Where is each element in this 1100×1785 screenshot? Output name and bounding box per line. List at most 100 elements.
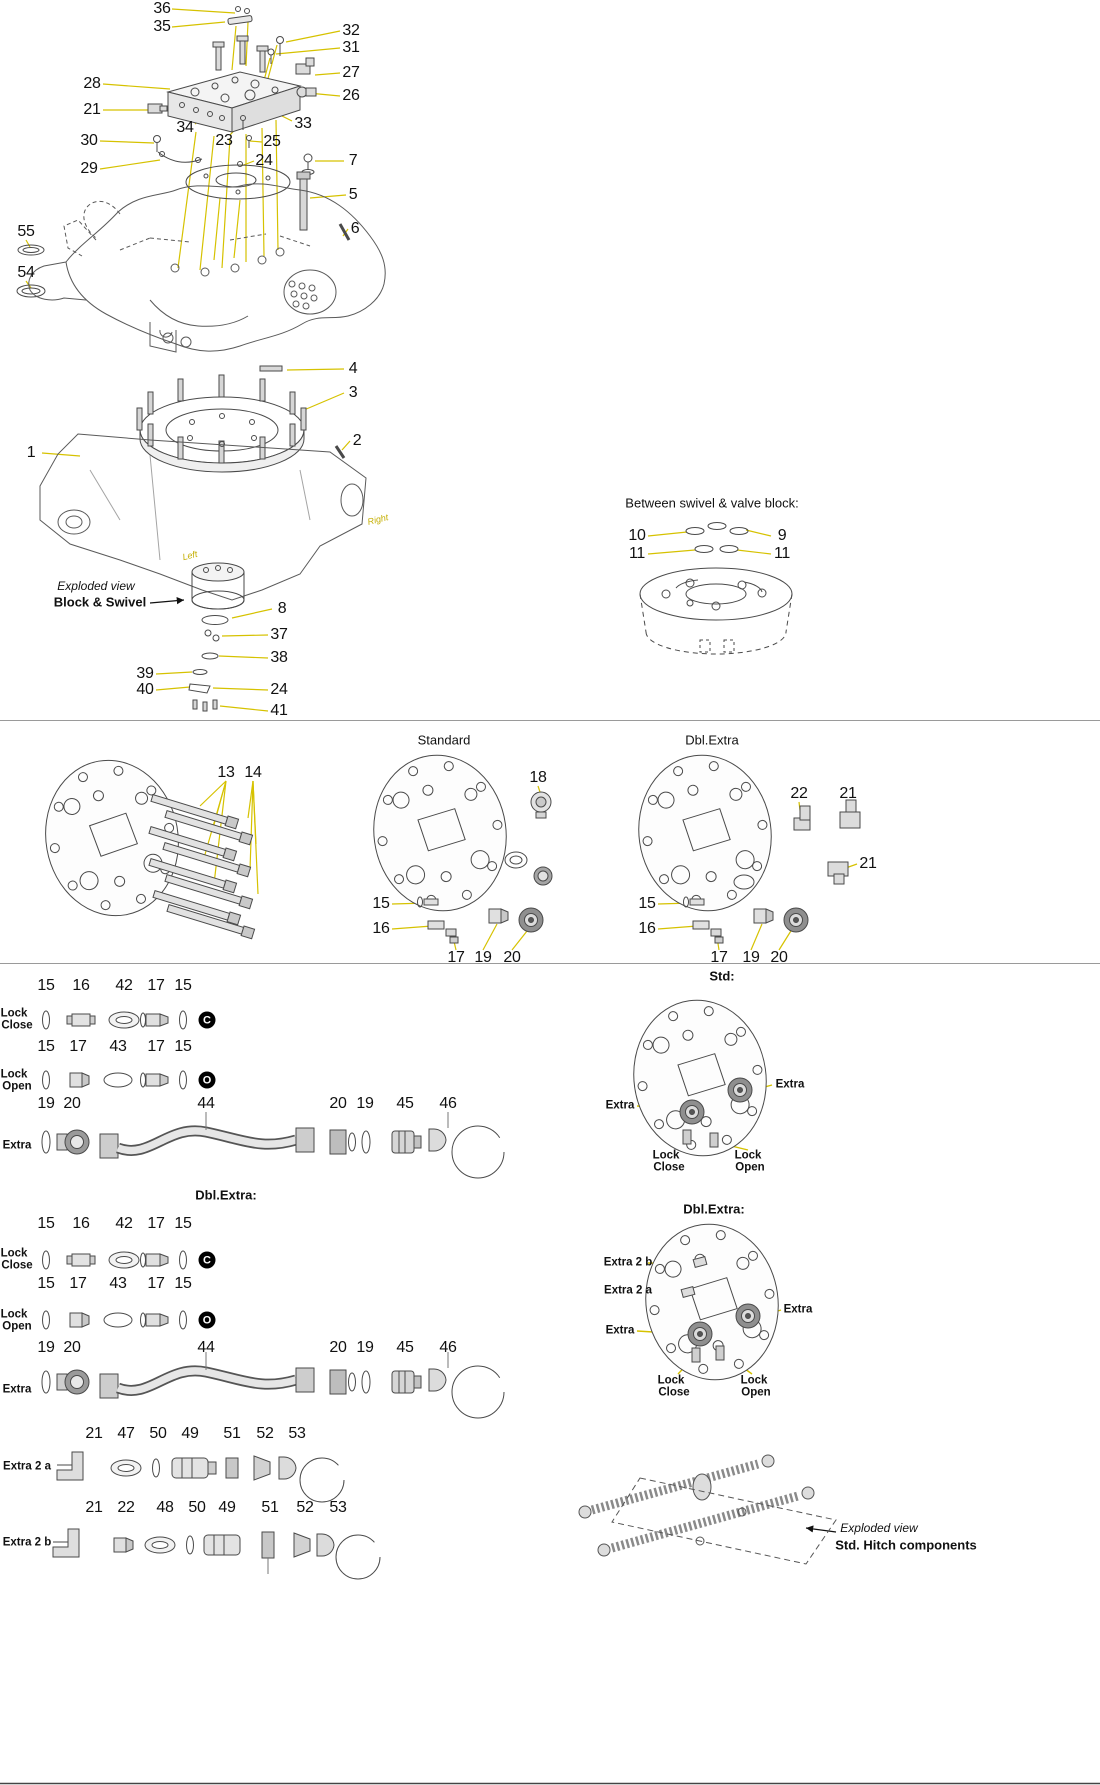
part-number-label: 11 (628, 545, 646, 562)
part-number-label: 17 (147, 1215, 165, 1232)
part-number-label: 25 (263, 133, 281, 150)
view-label: Extra 2 a (604, 1284, 652, 1297)
part-number-label: 27 (342, 64, 360, 81)
part-number-label: 20 (503, 949, 521, 966)
view-label: Extra (605, 1324, 635, 1337)
part-number-label: 2 (352, 432, 362, 449)
part-number-label: 31 (342, 39, 360, 56)
part-number-label: 15 (174, 977, 192, 994)
part-number-label: 19 (37, 1095, 55, 1112)
row-caption: Lock (0, 1068, 28, 1081)
part-number-label: 42 (115, 1215, 133, 1232)
part-number-label: 52 (296, 1499, 314, 1516)
part-number-label: 17 (147, 1038, 165, 1055)
part-number-label: 35 (153, 18, 171, 35)
part-number-label: 43 (109, 1275, 127, 1292)
part-number-label: 20 (770, 949, 788, 966)
std-hitch-title: Std. Hitch components (835, 1537, 977, 1553)
option-badge-o: O (198, 1071, 216, 1089)
view-label: Lock (740, 1374, 768, 1387)
part-number-label: 15 (174, 1275, 192, 1292)
dbl-extra-rows-title: Dbl.Extra: (195, 1187, 257, 1203)
part-number-label: 28 (83, 75, 101, 92)
part-number-label: 14 (244, 764, 262, 781)
part-number-label: 18 (529, 769, 547, 786)
part-number-label: 54 (17, 264, 35, 281)
row-caption: Lock (0, 1247, 28, 1260)
row-caption: Close (1, 1019, 33, 1032)
option-badge-c: C (198, 1251, 216, 1269)
hitch-exploded-caption: Exploded view (840, 1521, 918, 1535)
part-number-label: 53 (288, 1425, 306, 1442)
part-number-label: 13 (217, 764, 235, 781)
part-number-label: 55 (17, 223, 35, 240)
part-number-label: 43 (109, 1038, 127, 1055)
row-caption: Extra 2 a (3, 1460, 51, 1473)
part-number-label: 15 (37, 1038, 55, 1055)
part-number-label: 53 (329, 1499, 347, 1516)
view-label: Lock (657, 1374, 685, 1387)
hitch-drawing (578, 1454, 837, 1565)
view-label: Extra 2 b (603, 1256, 653, 1269)
part-number-label: 20 (63, 1339, 81, 1356)
part-number-label: 19 (356, 1339, 374, 1356)
part-number-label: 19 (37, 1339, 55, 1356)
part-number-label: 16 (72, 977, 90, 994)
part-number-label: 22 (117, 1499, 135, 1516)
view-label: Lock (734, 1149, 762, 1162)
part-number-label: 19 (474, 949, 492, 966)
part-number-label: 52 (256, 1425, 274, 1442)
part-number-label: 21 (839, 785, 857, 802)
part-number-label: 40 (136, 681, 154, 698)
part-number-label: 15 (37, 1215, 55, 1232)
part-number-label: 30 (80, 132, 98, 149)
part-number-label: 11 (773, 545, 791, 562)
part-number-label: 45 (396, 1339, 414, 1356)
part-number-label: 15 (174, 1215, 192, 1232)
part-number-label: 47 (117, 1425, 135, 1442)
part-number-label: 15 (638, 895, 656, 912)
part-number-label: 19 (742, 949, 760, 966)
view-label: Extra (605, 1099, 635, 1112)
view-label: Open (735, 1161, 765, 1174)
std-view-title: Std: (709, 968, 735, 984)
part-number-label: 24 (270, 681, 288, 698)
row-caption: Extra 2 b (2, 1536, 52, 1549)
part-number-label: 39 (136, 665, 154, 682)
view-label: Extra (775, 1078, 805, 1091)
part-number-label: 15 (37, 977, 55, 994)
row-caption: Close (1, 1259, 33, 1272)
part-number-label: 46 (439, 1095, 457, 1112)
part-number-label: 19 (356, 1095, 374, 1112)
part-number-label: 15 (372, 895, 390, 912)
view-label: Close (658, 1386, 690, 1399)
part-number-label: 9 (777, 527, 787, 544)
part-number-label: 17 (69, 1038, 87, 1055)
part-number-label: 21 (85, 1425, 103, 1442)
part-number-label: 48 (156, 1499, 174, 1516)
part-number-label: 46 (439, 1339, 457, 1356)
part-number-label: 15 (37, 1275, 55, 1292)
standard-variant-title: Standard (417, 732, 471, 748)
part-number-label: 20 (63, 1095, 81, 1112)
dbl-extra-variant-title: Dbl.Extra (685, 732, 739, 748)
part-number-label: 20 (329, 1095, 347, 1112)
exploded-view-caption: Exploded view (57, 579, 135, 593)
part-number-label: 49 (181, 1425, 199, 1442)
part-number-label: 21 (83, 101, 101, 118)
view-label: Close (653, 1161, 685, 1174)
part-number-label: 41 (270, 702, 288, 719)
part-number-label: 16 (372, 920, 390, 937)
part-number-label: 5 (348, 186, 358, 203)
part-number-label: 24 (255, 152, 273, 169)
part-number-label: 8 (277, 600, 287, 617)
part-number-label: 17 (710, 949, 728, 966)
option-badge-o: O (198, 1311, 216, 1329)
part-number-label: 17 (147, 977, 165, 994)
part-number-label: 21 (85, 1499, 103, 1516)
dbl-extra-view-title: Dbl.Extra: (683, 1201, 745, 1217)
part-number-label: 17 (447, 949, 465, 966)
part-number-label: 38 (270, 649, 288, 666)
part-number-label: 17 (147, 1275, 165, 1292)
